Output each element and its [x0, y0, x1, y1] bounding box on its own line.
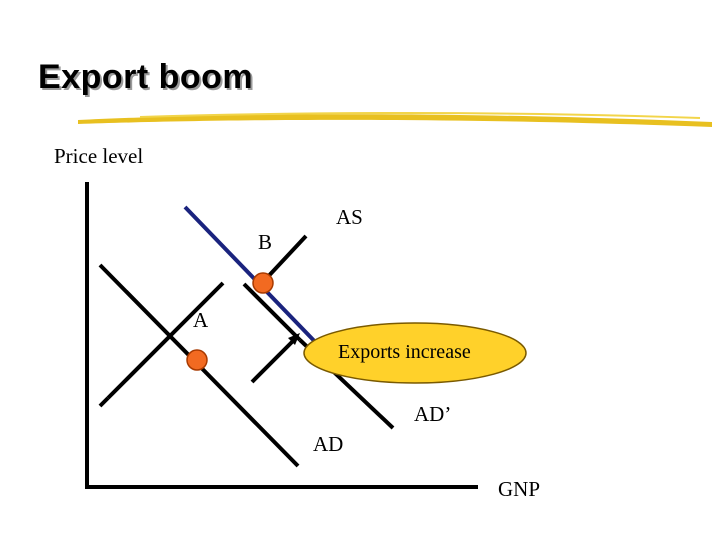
x-axis-label: GNP: [498, 477, 541, 501]
point-b-marker: [252, 272, 274, 294]
point-a-label: A: [193, 308, 209, 332]
y-axis-label: Price level: [54, 144, 144, 168]
ad-curve-lower: [98, 396, 110, 408]
ad-prime-curve-upper: [242, 282, 302, 342]
title-underline: [78, 112, 712, 127]
ad-curve-upper: [106, 281, 225, 400]
shift-arrow: [250, 333, 300, 384]
exports-callout: [303, 322, 527, 384]
as-curve-label: AS: [336, 205, 363, 229]
callout-label: Exports increase: [338, 341, 471, 363]
point-a-marker: [186, 349, 208, 371]
ad-prime-label: AD’: [414, 402, 452, 426]
ad-label: AD: [313, 432, 344, 456]
slide-title: Export boom: [38, 58, 254, 96]
as-curve-upper: [261, 234, 308, 284]
point-b-label: B: [258, 230, 273, 254]
